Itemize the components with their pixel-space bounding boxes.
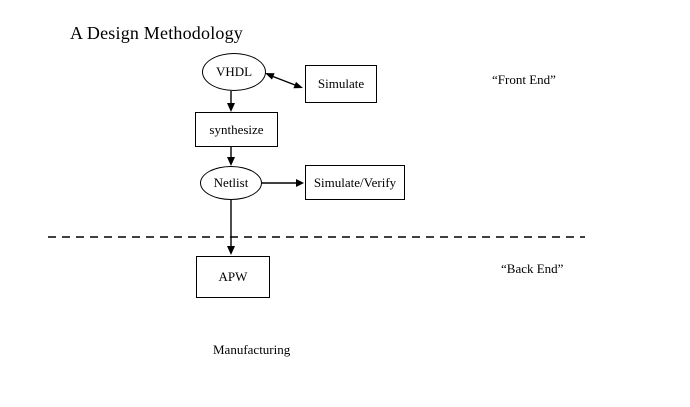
node-apw-label: APW [218, 269, 248, 284]
node-vhdl-label: VHDL [215, 64, 253, 79]
node-netlist: Netlist [200, 166, 262, 200]
arrow-netlist-apw [227, 200, 235, 255]
arrow-vhdl-simulate [265, 73, 303, 89]
annotation-front-end: “Front End” [492, 72, 556, 87]
node-synthesize-label: synthesize [209, 121, 264, 137]
node-synthesize: synthesize [195, 112, 278, 147]
node-vhdl: VHDL [202, 53, 266, 91]
node-apw: APW [196, 256, 270, 298]
annotation-back-end: “Back End” [501, 261, 564, 276]
node-simulate-verify: Simulate/Verify [305, 165, 405, 200]
arrow-netlist-simulateverify [262, 179, 304, 187]
node-simulate-verify-label: Simulate/Verify [313, 174, 397, 190]
arrow-vhdl-synthesize [227, 91, 235, 112]
diagram-title: A Design Methodology [70, 23, 243, 43]
node-netlist-label: Netlist [213, 175, 249, 190]
node-simulate-label: Simulate [317, 76, 365, 91]
node-simulate: Simulate [305, 65, 377, 103]
arrow-synthesize-netlist [227, 147, 235, 166]
annotation-manufacturing: Manufacturing [213, 342, 291, 357]
